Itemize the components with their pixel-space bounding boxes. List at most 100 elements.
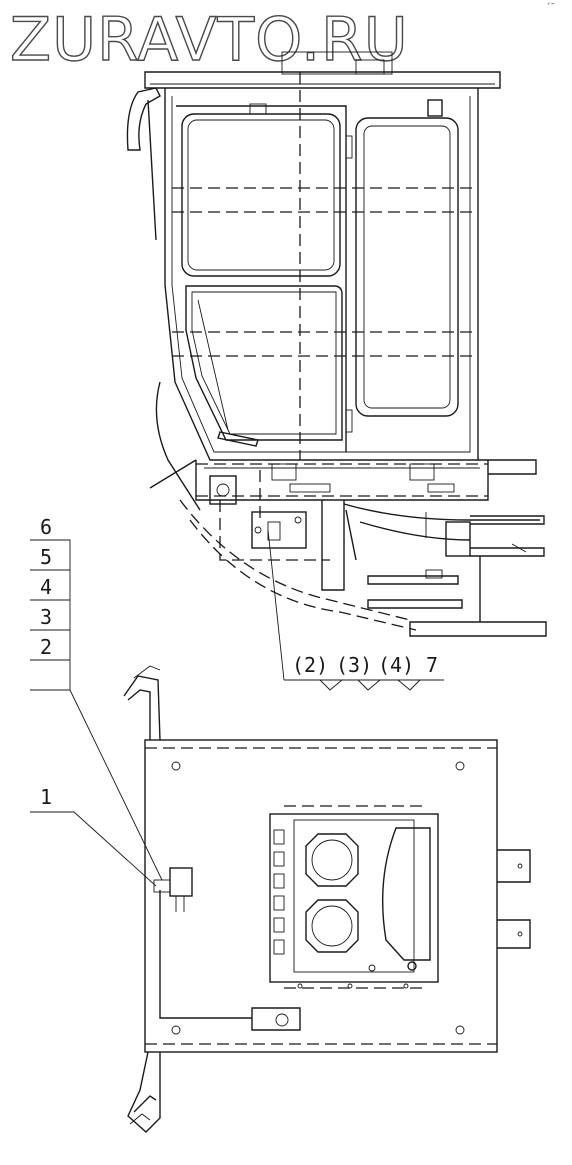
cab-side-view (126, 51, 547, 637)
upper-front-window (181, 113, 341, 277)
door-hinge-lower (345, 409, 353, 433)
rear-step (478, 459, 537, 475)
bracket-block (445, 521, 471, 557)
undercarriage-rail-2 (359, 521, 471, 541)
callout-2: 2 (40, 635, 52, 659)
track-plate (409, 621, 547, 637)
door-frame (176, 105, 347, 452)
side-window-inner (363, 125, 451, 409)
fuse-column (273, 829, 285, 955)
floor-bracket-1 (271, 463, 297, 481)
fuse-3 (273, 873, 285, 889)
step-plate-2 (367, 599, 463, 609)
roof-hatch (281, 51, 393, 75)
top-handrail-inner (127, 689, 151, 740)
upper-front-window-inner (187, 119, 335, 271)
callout-7: 7 (426, 653, 438, 677)
callout-box (30, 539, 71, 691)
right-tab-1-hole (517, 863, 523, 869)
callout-2-ref: (2) (292, 653, 328, 677)
lower-hidden-arc-2 (189, 519, 417, 631)
leader-tick-1 (319, 679, 343, 691)
floor-bracket-2 (409, 463, 435, 481)
leader-tick-2 (357, 679, 381, 691)
control-box-bolt-1 (254, 526, 262, 534)
step-bolt (425, 569, 443, 579)
callout-4: 4 (40, 575, 52, 599)
left-callouts: 6 5 4 3 2 1 (30, 515, 163, 887)
front-strut (149, 459, 197, 489)
callout-4-ref: (4) (378, 653, 414, 677)
seat-bolt-left (297, 983, 303, 989)
wiper-blade (217, 431, 259, 447)
switch-box (209, 475, 237, 505)
lower-front-window-inner (191, 291, 337, 435)
callout-3-ref: (3) (336, 653, 372, 677)
bottom-callouts: (2) (3) (4) 7 (267, 529, 444, 691)
door-hinge-upper (345, 135, 353, 159)
fuse-2 (273, 851, 285, 867)
interior-light (427, 99, 443, 117)
lower-front-window (185, 285, 343, 441)
control-box-bolt-2 (294, 516, 302, 524)
roof-vent (355, 59, 385, 75)
seat-bolt-mid (347, 983, 353, 989)
arm-lower (470, 547, 545, 557)
switch-knob (216, 483, 230, 497)
pin-2 (511, 543, 527, 553)
arm-upper (470, 515, 545, 525)
cab-plan-view (123, 665, 531, 1133)
floor-clip-1 (289, 483, 331, 493)
side-window (355, 117, 459, 417)
cab-roof (144, 71, 501, 89)
mount-plate-lower (305, 899, 359, 953)
fuse-5 (273, 917, 285, 933)
bolt-top-left (171, 761, 181, 771)
mount-strut (345, 509, 357, 561)
top-handrail-outer (123, 675, 161, 741)
mount-post (321, 500, 345, 591)
fuse-4 (273, 895, 285, 911)
hidden-conduit-2 (219, 500, 330, 561)
callout-dividers (30, 569, 70, 661)
cab-outline (164, 88, 479, 461)
floor-plate-outline (144, 739, 498, 1053)
mirror-arm (147, 99, 157, 241)
undercarriage-rail-1 (343, 503, 540, 521)
wiper-arm (197, 299, 229, 431)
right-tab-2-hole (517, 931, 523, 937)
right-tab-1 (497, 849, 531, 883)
callout-3: 3 (40, 605, 52, 629)
fuse-1 (273, 829, 285, 845)
step-plate-1 (367, 575, 459, 585)
mount-ring-lower (311, 905, 353, 947)
seat-bolt-right (403, 983, 409, 989)
side-console-curve (381, 827, 431, 961)
mount-ring-upper (311, 839, 353, 881)
leader-stack (69, 689, 163, 881)
bolt-top-right (455, 761, 465, 771)
bottom-handrail-inner (133, 1095, 157, 1113)
corner-mark: ´¯ (546, 2, 555, 13)
seat-base (269, 813, 439, 983)
plan-switch-bracket (153, 879, 171, 893)
control-box (251, 511, 307, 549)
plan-switch-box (169, 867, 193, 897)
callout-6: 6 (40, 515, 52, 539)
bolt-bottom-left (171, 1025, 181, 1035)
lower-hidden-arc-1 (179, 499, 411, 621)
floor-clip-2 (427, 483, 455, 493)
callout-5: 5 (40, 545, 52, 569)
console-hole (368, 964, 376, 972)
leader-tick-3 (397, 679, 421, 691)
bottom-handrail-cap (129, 1113, 151, 1125)
cable-clamp (251, 1007, 301, 1031)
cab-inner-outline (171, 96, 471, 453)
switch-wires (175, 896, 185, 912)
leader-1 (30, 811, 157, 887)
bolt-bottom-right (455, 1025, 465, 1035)
mount-plate-upper (305, 833, 359, 887)
watermark-text: ZURAVTO.RU (10, 5, 409, 75)
